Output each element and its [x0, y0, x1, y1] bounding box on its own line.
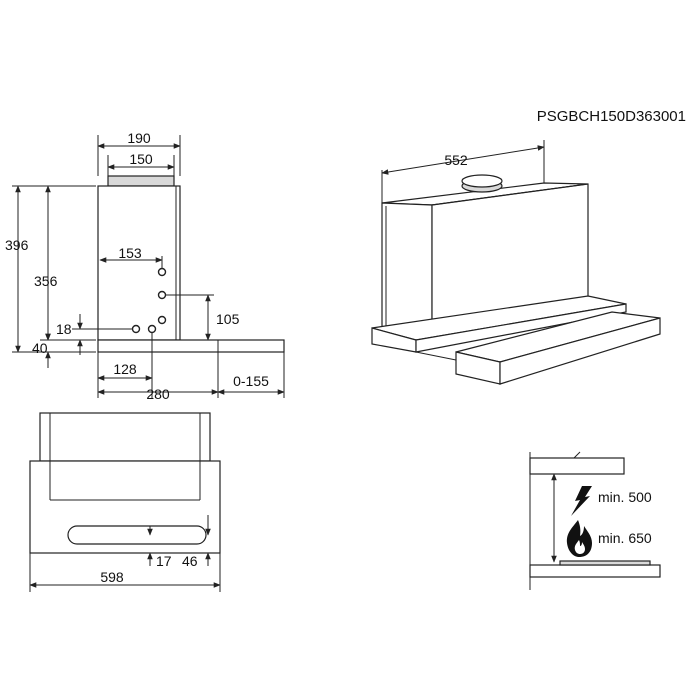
- dim-bottom-plate: 40: [32, 340, 48, 356]
- side-body: [97, 185, 181, 341]
- clearance-gas: min. 650: [598, 530, 652, 546]
- dim-body-height: 356: [34, 273, 58, 289]
- dim-width-top: 190: [127, 130, 151, 146]
- product-code: PSGBCH150D363001: [537, 108, 686, 125]
- dim-outlet-width: 150: [129, 151, 153, 167]
- clearance-diagram: min. 500 min. 650: [529, 451, 661, 590]
- side-view: 190 150 396 356 40 153 105 18: [5, 130, 285, 402]
- side-outlet: [107, 175, 175, 187]
- dim-front-width: 598: [100, 569, 124, 585]
- dim-hole-low: 18: [56, 321, 72, 337]
- mount-hole: [157, 267, 167, 277]
- front-handle: [67, 525, 207, 545]
- flame-icon: [566, 520, 592, 557]
- dim-handle-height: 46: [182, 553, 198, 569]
- dim-outlet-offset: 153: [118, 245, 142, 261]
- front-chimney: [39, 412, 211, 462]
- iso-view: 552: [371, 140, 661, 385]
- clearance-hob: [529, 564, 661, 578]
- dim-depth: 280: [146, 386, 170, 402]
- lightning-icon: [571, 486, 592, 516]
- iso-front-face: [381, 202, 433, 337]
- mount-hole: [157, 315, 167, 325]
- dim-outlet-to-edge: 552: [444, 152, 468, 168]
- dim-hole-height: 105: [216, 311, 240, 327]
- dim-handle-offset: 17: [156, 553, 172, 569]
- clearance-electric: min. 500: [598, 489, 652, 505]
- front-view: 598 17 46: [29, 412, 221, 592]
- dim-total-height: 396: [5, 237, 29, 253]
- clearance-hood: [529, 457, 625, 475]
- dim-extension: 0-155: [233, 373, 269, 389]
- mount-hole: [131, 324, 141, 334]
- side-bottom-plate: [97, 339, 285, 353]
- mount-hole: [157, 290, 167, 300]
- dim-hole-depth: 128: [113, 361, 137, 377]
